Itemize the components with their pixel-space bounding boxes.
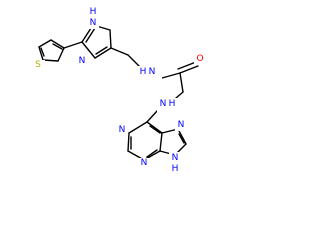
triazole-ring (81, 24, 112, 59)
amide-n-label: N (149, 67, 156, 77)
triazole-n1-label: N (90, 18, 97, 28)
carbonyl-o-label: O (196, 54, 203, 64)
triazole-n1-h-label: H (90, 7, 97, 17)
bond-thiophene-triazole (63, 41, 83, 49)
imidazole-n7-label: N (178, 120, 185, 130)
amide-n-h-label: H (140, 67, 147, 77)
sulfur-atom-label: S (35, 60, 41, 70)
pyrimidine-n3-label: N (141, 158, 148, 168)
pyrimidine-ring (127, 121, 163, 161)
amine-n-h-label: H (169, 99, 176, 109)
imidazole-n9-h-label: H (172, 164, 179, 174)
triazole-n4-label: N (79, 56, 86, 66)
imidazole-ring (159, 128, 187, 156)
molecule-structure-canvas: S N H N N H O N H N N N N H (33, 7, 206, 174)
pyrimidine-n1-label: N (119, 125, 126, 135)
thiophene-ring (38, 39, 65, 62)
imidazole-n9-label: N (172, 153, 179, 163)
atom-labels: S N H N N H O N H N N N N H (33, 7, 206, 174)
linker-chain (110, 47, 199, 123)
amine-n-label: N (160, 99, 167, 109)
molecule-svg: S N H N N H O N H N N N N H (33, 7, 206, 174)
